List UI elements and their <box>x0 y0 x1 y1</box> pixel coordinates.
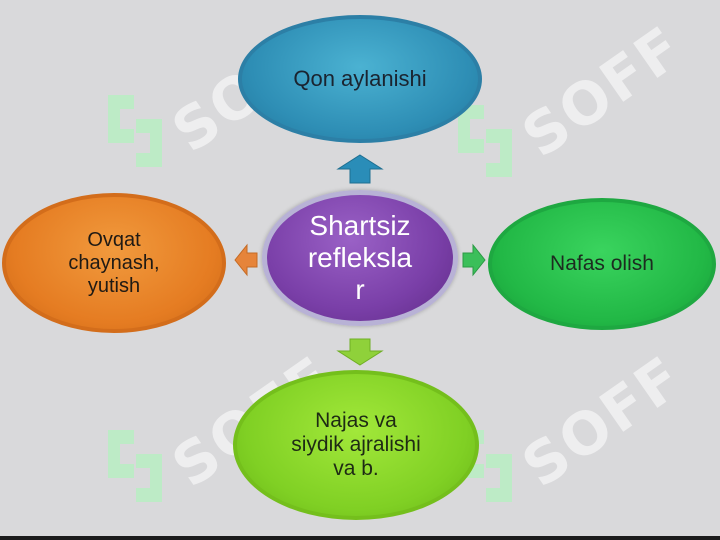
watermark-logo <box>108 430 162 502</box>
watermark-logo <box>458 105 512 177</box>
arrow-down-icon <box>336 338 384 366</box>
node-label: Najas va siydik ajralishi va b. <box>291 408 421 481</box>
arrow-right-icon <box>462 243 486 277</box>
center-node-shartsiz-reflekslar: Shartsiz refleksla r <box>262 190 458 326</box>
arrow-left-icon <box>234 243 258 277</box>
node-label: Qon aylanishi <box>293 66 427 92</box>
arrow-up-icon <box>336 154 384 184</box>
node-label: Ovqat chaynash, yutish <box>68 228 160 297</box>
watermark-logo <box>108 95 162 167</box>
node-ovqat-chaynash: Ovqat chaynash, yutish <box>2 193 226 333</box>
node-label: Nafas olish <box>550 251 654 275</box>
node-qon-aylanishi: Qon aylanishi <box>238 15 482 143</box>
bottom-border <box>0 536 720 540</box>
center-node-label: Shartsiz refleksla r <box>307 209 413 306</box>
watermark-text: SOFF <box>510 342 696 501</box>
node-nafas-olish: Nafas olish <box>488 198 716 330</box>
watermark-text: SOFF <box>510 12 696 171</box>
node-najas-siydik: Najas va siydik ajralishi va b. <box>233 370 479 520</box>
